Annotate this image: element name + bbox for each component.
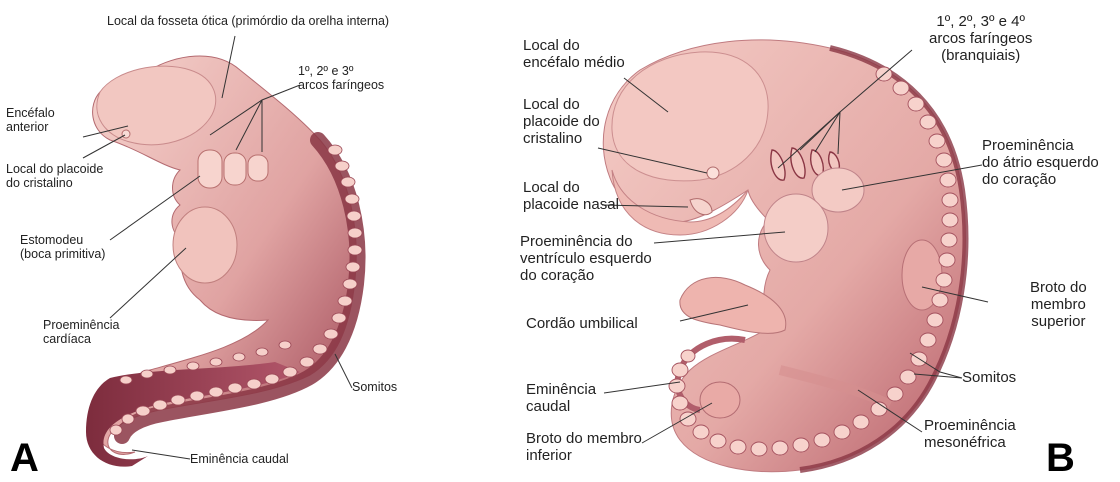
label-b-encefalo-medio: Local do encéfalo médio [523,38,625,72]
ventricle-b [764,194,828,262]
label-b-broto-membro-inferior: Broto do membro inferior [526,431,642,465]
lens-placode-b [707,167,719,179]
label-a-encefalo-anterior: Encéfalo anterior [6,106,55,134]
label-b-somitos: Somitos [962,370,1016,387]
label-b-mesonefrica: Proeminência mesonéfrica [924,418,1016,452]
label-a-arcos-faringeos: 1º, 2º e 3º arcos faríngeos [298,64,384,92]
label-a-estomodeu: Estomodeu (boca primitiva) [20,233,105,261]
label-b-ventriculo-esquerdo: Proeminência do ventrículo esquerdo do c… [520,234,652,284]
arch-a-2 [224,153,246,185]
label-a-placoide-cristalino: Local do placoide do cristalino [6,162,103,190]
label-b-broto-membro-superior: Broto do membro superior [1030,280,1087,330]
embryo-b [603,40,965,472]
label-b-placoide-nasal: Local do placoide nasal [523,180,619,214]
label-b-cordao-umbilical: Cordão umbilical [526,316,638,333]
heart-bulge-a [173,207,237,283]
label-b-atrio-esquerdo: Proeminência do átrio esquerdo do coraçã… [982,138,1099,188]
label-b-arcos-faringeos: 1º, 2º, 3º e 4º arcos faríngeos (branqui… [929,14,1032,64]
lower-limb-bud-b [700,382,740,418]
label-b-eminencia-caudal: Eminência caudal [526,382,596,416]
label-a-fosseta-otica: Local da fosseta ótica (primórdio da ore… [107,14,389,28]
label-b-placoide-cristalino: Local do placoide do cristalino [523,97,600,147]
lens-placode-a [122,130,130,138]
panel-letter-a: A [10,436,39,481]
panel-letter-b: B [1046,436,1075,481]
label-a-somitos: Somitos [352,380,397,394]
arch-a-1 [198,150,222,188]
embryo-a [86,56,362,467]
label-a-eminencia-caudal: Eminência caudal [190,452,289,466]
arch-a-3 [248,155,268,181]
label-a-proeminencia-cardiaca: Proeminência cardíaca [43,318,119,346]
